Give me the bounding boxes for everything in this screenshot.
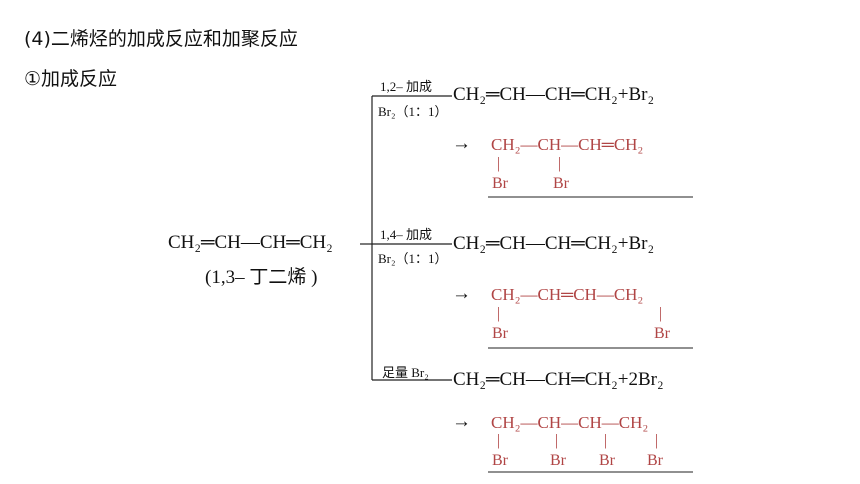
reaction-3-br-2: Br (550, 452, 566, 469)
reaction-3-product-chain: CH₂—CH—CH—CH₂ (491, 413, 649, 432)
reaction-3-br-4: Br (647, 452, 663, 469)
reaction-1-equation: CH₂═CH—CH═CH₂+Br₂ (453, 84, 655, 105)
reaction-2-condition-bottom: Br₂（1：1） (378, 251, 448, 266)
reaction-1-condition-bottom: Br₂（1：1） (378, 104, 448, 119)
reaction-2-bond-2: | (659, 305, 663, 322)
reaction-3-bond-3: | (604, 432, 608, 449)
reaction-1-arrow: → (452, 133, 471, 154)
reaction-2-equation: CH₂═CH—CH═CH₂+Br₂ (453, 233, 655, 254)
reaction-2-br-2: Br (654, 325, 670, 342)
reaction-3-arrow: → (452, 411, 471, 432)
reaction-2-br-1: Br (492, 325, 508, 342)
reaction-3-bond-1: | (497, 432, 501, 449)
section-heading: (4)二烯烃的加成反应和加聚反应 (24, 28, 298, 50)
reactant-name: (1,3– 丁二烯 ) (205, 267, 318, 288)
reaction-3-bond-4: | (655, 432, 659, 449)
reaction-3-br-3: Br (599, 452, 615, 469)
reaction-1-product-chain: CH₂—CH—CH═CH₂ (491, 135, 644, 154)
reaction-1-bond-1: | (497, 155, 501, 172)
reaction-2-condition-top: 1,4– 加成 (380, 227, 433, 242)
reaction-3-equation: CH₂═CH—CH═CH₂+2Br₂ (453, 369, 664, 390)
reaction-1-br-2: Br (553, 175, 569, 192)
reaction-2-bond-1: | (497, 305, 501, 322)
reaction-3-bond-2: | (555, 432, 559, 449)
reactant-formula: CH₂═CH—CH═CH₂ (168, 232, 333, 253)
reaction-1-bond-2: | (558, 155, 562, 172)
reaction-3-condition: 足量 Br₂ (382, 365, 429, 380)
reaction-1-br-1: Br (492, 175, 508, 192)
subsection-heading: ①加成反应 (24, 68, 118, 90)
reaction-2-product-chain: CH₂—CH═CH—CH₂ (491, 285, 644, 304)
reaction-3-br-1: Br (492, 452, 508, 469)
reaction-2-arrow: → (452, 283, 471, 304)
reaction-1-condition-top: 1,2– 加成 (380, 79, 433, 94)
